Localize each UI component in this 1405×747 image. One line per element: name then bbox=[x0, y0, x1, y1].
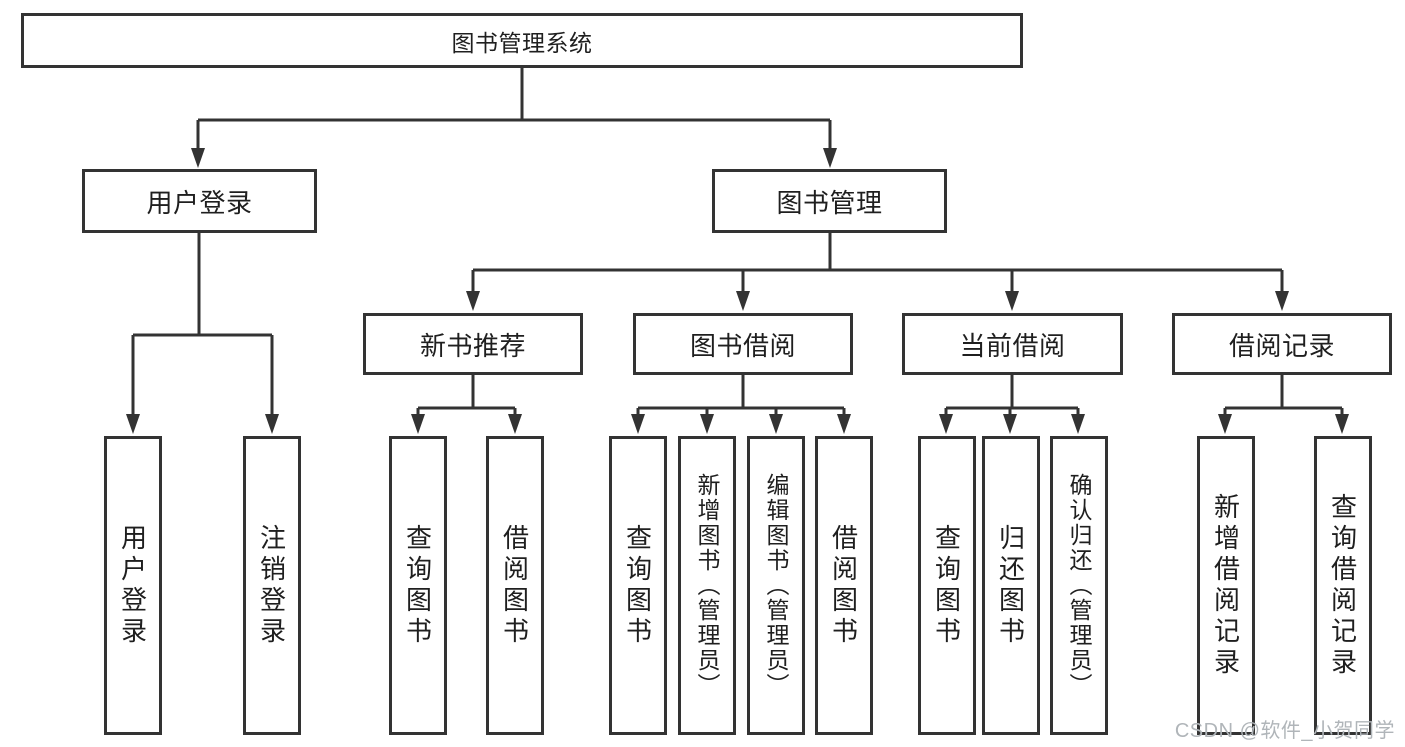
leaf-add-borrow-record-label: 新增借阅记录 bbox=[1210, 492, 1241, 679]
leaf-borrow-book: 借阅图书 bbox=[815, 436, 873, 735]
node-book-management: 图书管理 bbox=[712, 169, 947, 233]
leaf-user-login-label: 用户登录 bbox=[117, 523, 148, 648]
csdn-watermark: CSDN @软件_小贺同学 bbox=[1174, 720, 1395, 742]
wire-new-book-recommend-to-leaves bbox=[411, 373, 522, 434]
wire-book-management-to-level3 bbox=[466, 231, 1289, 311]
wire-borrow-record-to-leaves bbox=[1218, 373, 1349, 434]
leaf-query-borrow-record: 查询借阅记录 bbox=[1314, 436, 1372, 735]
leaf-return-book-label: 归还图书 bbox=[995, 523, 1026, 648]
leaf-confirm-return-admin: 确认归还（管理员） bbox=[1050, 436, 1108, 735]
leaf-logout-label: 注销登录 bbox=[256, 523, 287, 648]
leaf-add-borrow-record: 新增借阅记录 bbox=[1197, 436, 1255, 735]
leaf-query-book-current-label: 查询图书 bbox=[931, 523, 962, 648]
node-root: 图书管理系统 bbox=[21, 13, 1023, 68]
wire-current-borrow-to-leaves bbox=[939, 373, 1085, 434]
leaf-borrow-book-recommend: 借阅图书 bbox=[486, 436, 544, 735]
node-new-book-recommend-label: 新书推荐 bbox=[419, 330, 526, 361]
leaf-return-book: 归还图书 bbox=[982, 436, 1040, 735]
wire-book-borrow-to-leaves bbox=[631, 373, 851, 434]
leaf-user-login: 用户登录 bbox=[104, 436, 162, 735]
leaf-add-book-admin-label: 新增图书（管理员） bbox=[694, 473, 720, 698]
leaf-query-book-current: 查询图书 bbox=[918, 436, 976, 735]
leaf-query-book-borrow-label: 查询图书 bbox=[622, 523, 653, 648]
node-current-borrow: 当前借阅 bbox=[902, 313, 1123, 375]
node-current-borrow-label: 当前借阅 bbox=[959, 330, 1066, 361]
wire-root-to-level2 bbox=[191, 66, 837, 168]
leaf-edit-book-admin: 编辑图书（管理员） bbox=[747, 436, 805, 735]
leaf-confirm-return-admin-label: 确认归还（管理员） bbox=[1066, 473, 1092, 698]
leaf-edit-book-admin-label: 编辑图书（管理员） bbox=[763, 473, 789, 698]
leaf-borrow-book-recommend-label: 借阅图书 bbox=[499, 523, 530, 648]
leaf-query-borrow-record-label: 查询借阅记录 bbox=[1327, 492, 1358, 679]
node-book-borrow: 图书借阅 bbox=[633, 313, 853, 375]
node-book-borrow-label: 图书借阅 bbox=[689, 330, 796, 361]
leaf-logout: 注销登录 bbox=[243, 436, 301, 735]
node-new-book-recommend: 新书推荐 bbox=[363, 313, 583, 375]
node-root-label: 图书管理系统 bbox=[451, 29, 593, 56]
wire-user-login-to-leaves bbox=[126, 231, 279, 434]
node-borrow-record-label: 借阅记录 bbox=[1228, 330, 1335, 361]
node-book-management-label: 图书管理 bbox=[776, 187, 883, 218]
leaf-query-book-recommend: 查询图书 bbox=[389, 436, 447, 735]
leaf-query-book-recommend-label: 查询图书 bbox=[402, 523, 433, 648]
node-borrow-record: 借阅记录 bbox=[1172, 313, 1392, 375]
leaf-query-book-borrow: 查询图书 bbox=[609, 436, 667, 735]
leaf-add-book-admin: 新增图书（管理员） bbox=[678, 436, 736, 735]
leaf-borrow-book-label: 借阅图书 bbox=[828, 523, 859, 648]
node-user-login-label: 用户登录 bbox=[146, 187, 253, 218]
node-user-login: 用户登录 bbox=[82, 169, 317, 233]
